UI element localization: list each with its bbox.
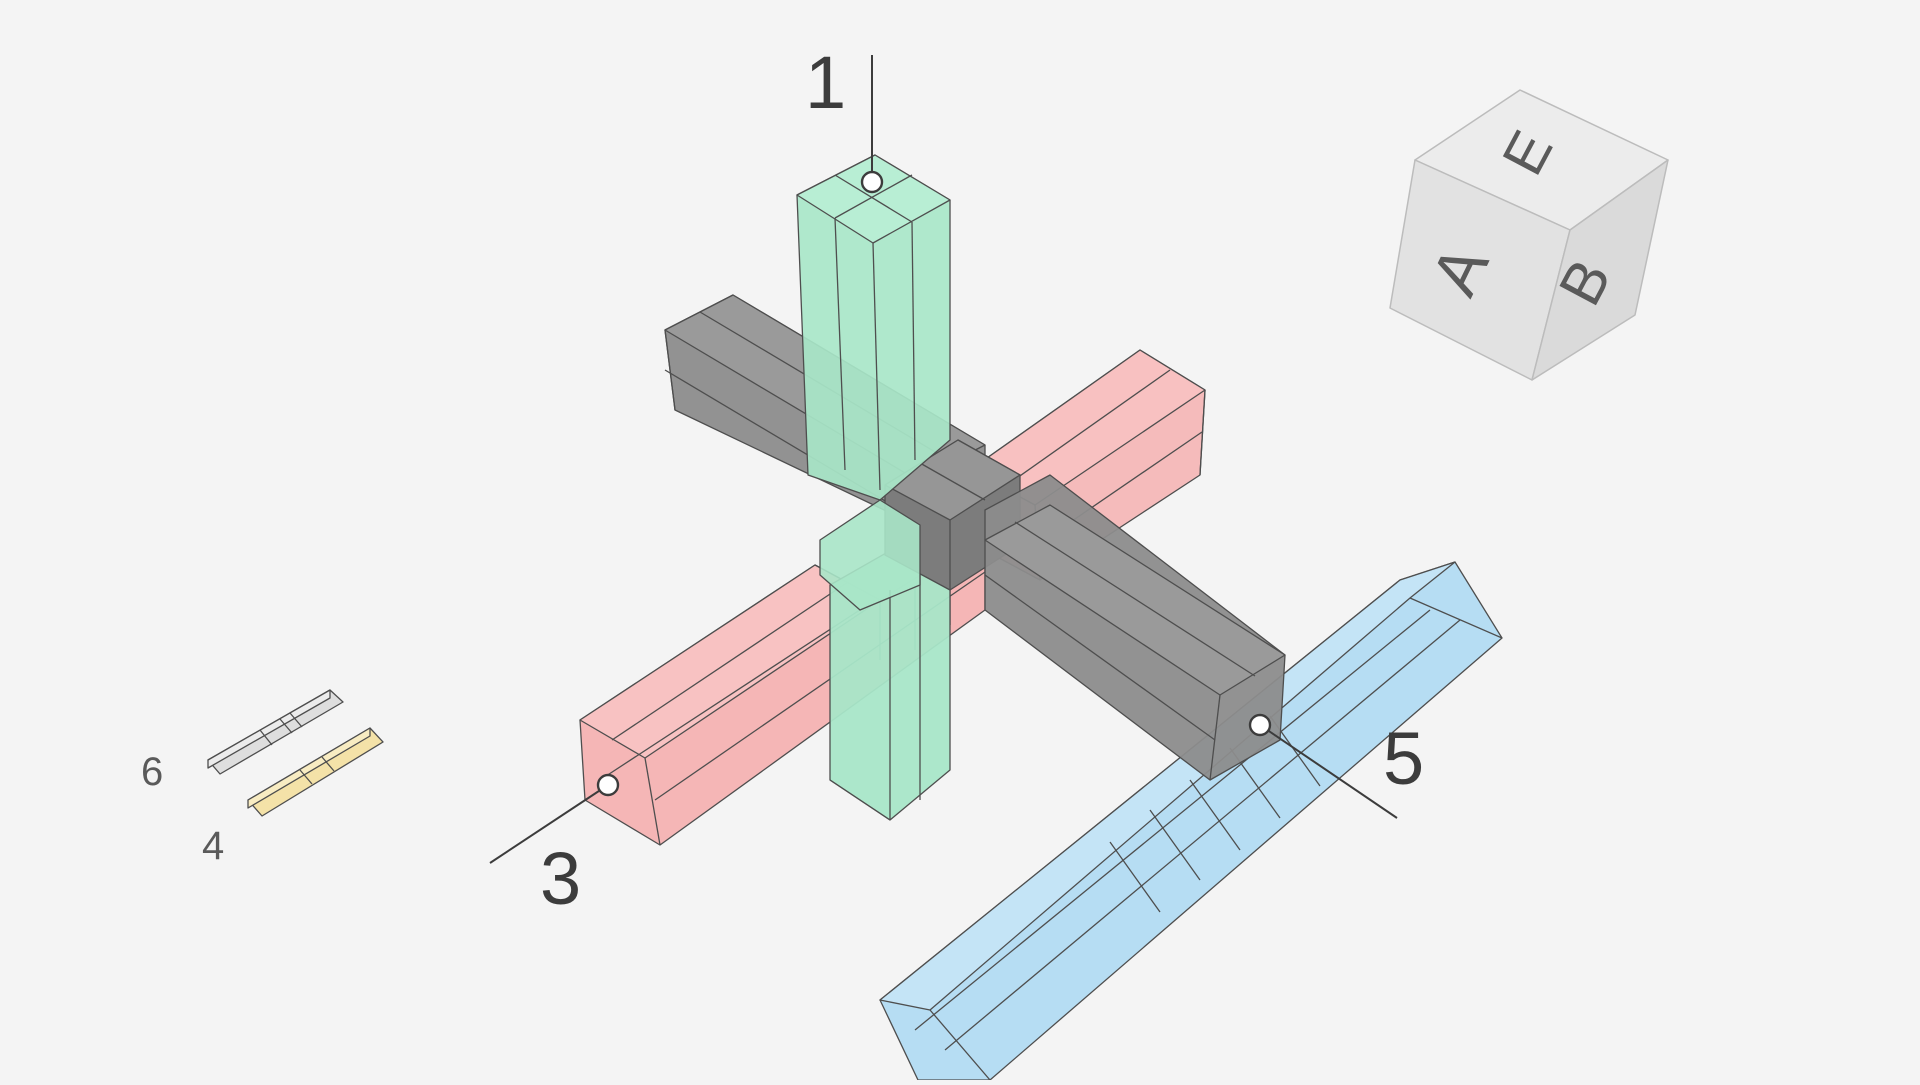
part-4-thumbnail[interactable]: [247, 727, 384, 817]
part-6-thumbnail[interactable]: [207, 689, 344, 775]
viewcube-face-right[interactable]: [1531, 159, 1669, 381]
callout-4-label: 4: [202, 824, 225, 868]
callout-3-label: 3: [540, 837, 582, 920]
callout-1-point[interactable]: [860, 170, 884, 194]
callout-1-label: 1: [805, 41, 847, 124]
callout-5-label: 5: [1383, 717, 1425, 800]
callout-6-label: 6: [141, 750, 164, 794]
callout-3-leader: [489, 784, 609, 864]
callout-5-leader: [1259, 724, 1398, 819]
callout-5-point[interactable]: [1248, 713, 1272, 737]
navigation-cube-icon[interactable]: E A B: [1380, 80, 1680, 390]
callout-3-point[interactable]: [596, 773, 620, 797]
part-green-post-upper[interactable]: [796, 154, 951, 611]
